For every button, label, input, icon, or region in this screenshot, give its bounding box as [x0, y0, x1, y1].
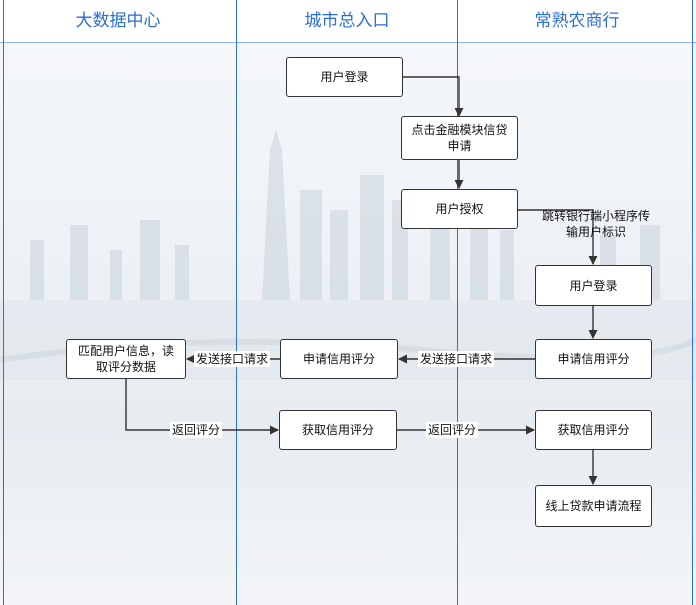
node-bank-get-credit-score: 获取信用评分: [535, 410, 652, 450]
edge-match-to-get-city: [125, 379, 279, 435]
edge-auth-to-login2: [517, 209, 598, 265]
lane-divider: [692, 0, 693, 605]
edge-label-send-request: 发送接口请求: [418, 351, 495, 367]
label-jump-to-bank-miniprogram: 跳转银行端小程序传输用户标识: [542, 209, 651, 239]
lane-divider: [3, 0, 4, 605]
edge-label-send-request: 发送接口请求: [194, 351, 271, 367]
node-bank-apply-credit-score: 申请信用评分: [535, 339, 652, 379]
node-user-login: 用户登录: [286, 57, 403, 97]
node-match-user-info: 匹配用户信息，读取评分数据: [66, 339, 186, 379]
node-city-apply-credit-score: 申请信用评分: [280, 339, 398, 379]
node-click-finance-module: 点击金融模块信贷申请: [401, 116, 518, 160]
edge-login-to-click: [403, 76, 464, 117]
lane-title-bank: 常熟农商行: [458, 0, 696, 43]
lane-divider: [457, 0, 458, 605]
node-online-loan-process: 线上贷款申请流程: [535, 485, 652, 527]
node-city-get-credit-score: 获取信用评分: [279, 410, 397, 450]
node-user-authorize: 用户授权: [401, 189, 518, 229]
edge-label-return-score: 返回评分: [170, 422, 223, 438]
edge-label-return-score: 返回评分: [426, 422, 479, 438]
lane-title-big-data-center: 大数据中心: [0, 0, 236, 43]
lane-title-city-entry: 城市总入口: [237, 0, 457, 43]
lane-divider: [236, 0, 237, 605]
node-bank-user-login: 用户登录: [535, 265, 652, 306]
